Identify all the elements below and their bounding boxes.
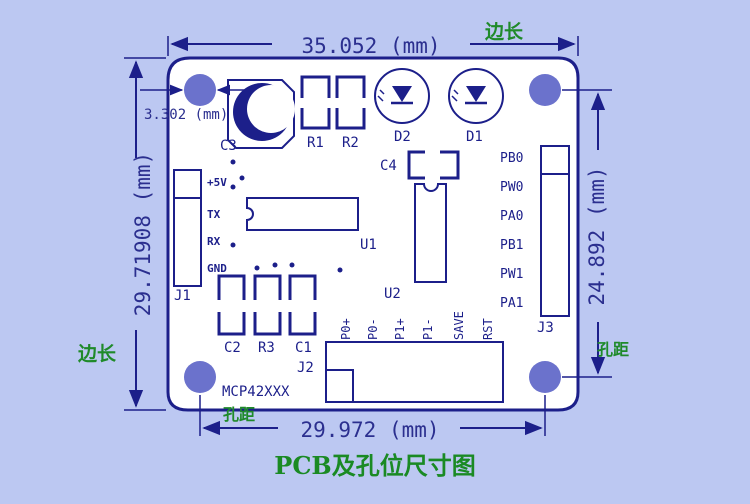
resistor-r2: R2 [335, 75, 366, 151]
hole-diameter-label: 3.302 (mm) [144, 107, 228, 123]
hole-spacing-callout-right: 孔距 [597, 340, 629, 359]
label-j2: J2 [297, 360, 314, 376]
chip-u2: U2 [384, 183, 447, 302]
bottom-width-label: 29.972 (mm) [300, 418, 439, 442]
mounting-hole-bottom-right [529, 361, 561, 393]
label-d2: D2 [394, 129, 411, 145]
pcb-board [166, 56, 580, 412]
label-c1: C1 [295, 340, 312, 356]
resistor-r1: R1 [300, 75, 331, 151]
capacitor-c1: C1 [288, 274, 317, 356]
edge-length-callout-top: 边长 [484, 21, 524, 43]
label-c3: C3 [220, 138, 237, 154]
j1-pin-label: TX [207, 208, 221, 221]
j3-pin-label: PW1 [500, 267, 523, 282]
top-width-label: 35.052 (mm) [301, 34, 440, 58]
label-r3: R3 [258, 340, 275, 356]
drawing-title: PCB及孔位尺寸图 [274, 451, 475, 480]
capacitor-c4: C4 [380, 150, 460, 180]
edge-length-callout-left: 边长 [77, 343, 117, 365]
chip-u1: U1 [239, 175, 377, 253]
label-u1: U1 [360, 237, 377, 253]
mounting-hole-top-right [529, 74, 561, 106]
label-d1: D1 [466, 129, 483, 145]
led-d2: D2 [374, 68, 430, 145]
label-c2: C2 [224, 340, 241, 356]
right-height-dimension: 24.892 (mm) [562, 89, 612, 378]
mounting-hole-top-left [184, 74, 216, 106]
connector-j1: J1 [173, 169, 202, 304]
j3-pin-label: PB1 [500, 238, 523, 253]
label-u2: U2 [384, 286, 401, 302]
chip-model-label: MCP42XXX [222, 384, 290, 400]
capacitor-c2: C2 [217, 274, 246, 356]
j3-pin-label: PA1 [500, 296, 523, 311]
mounting-hole-bottom-left [184, 361, 216, 393]
j2-pin-label: P1+ [393, 318, 407, 340]
connector-j2: J2 [297, 341, 504, 403]
j2-pin-label: RST [481, 318, 495, 340]
j2-pin-label: P0- [366, 318, 380, 340]
left-height-label: 29.71908 (mm) [131, 152, 155, 316]
j2-pin-label: P0+ [339, 318, 353, 340]
j1-pin-label: GND [207, 262, 227, 275]
label-j1: J1 [174, 288, 191, 304]
j1-pin-label: +5V [207, 176, 227, 189]
j3-pin-label: PB0 [500, 151, 523, 166]
j1-pin-label: RX [207, 235, 221, 248]
j2-pin-label: SAVE [452, 311, 466, 340]
label-r1: R1 [307, 135, 324, 151]
led-d1: D1 [448, 68, 504, 145]
right-height-label: 24.892 (mm) [585, 166, 609, 305]
left-height-dimension: 29.71908 (mm) [124, 57, 166, 411]
capacitor-c3: C3 [220, 79, 295, 154]
resistor-r3: R3 [253, 274, 282, 356]
label-j3: J3 [537, 320, 554, 336]
j3-pin-label: PA0 [500, 209, 523, 224]
label-r2: R2 [342, 135, 359, 151]
j3-pin-label: PW0 [500, 180, 523, 195]
top-width-dimension: 35.052 (mm) [167, 34, 579, 58]
j2-pin-label: P1- [421, 318, 435, 340]
bottom-width-dimension: 29.972 (mm) [199, 395, 546, 442]
hole-spacing-callout-bottom: 孔距 [223, 405, 255, 424]
connector-j3: J3 [537, 145, 570, 336]
label-c4: C4 [380, 158, 397, 174]
